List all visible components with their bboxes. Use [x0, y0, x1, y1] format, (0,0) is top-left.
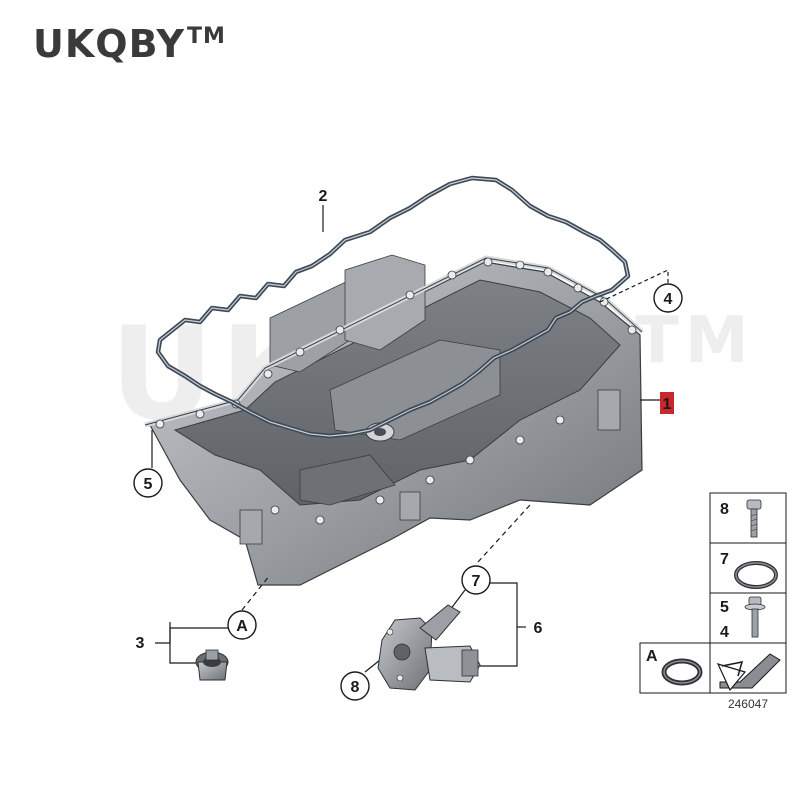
callout-7: 7: [461, 565, 491, 595]
parts-legend: 8 7 5 4 A: [639, 492, 787, 711]
svg-text:A: A: [236, 618, 248, 635]
seal-ring-icon: [661, 658, 703, 686]
callout-6: 6: [534, 620, 543, 637]
svg-text:2: 2: [319, 188, 328, 205]
svg-text:5: 5: [720, 599, 729, 616]
svg-text:8: 8: [720, 501, 729, 518]
svg-text:8: 8: [351, 679, 360, 696]
oil-pan: [144, 254, 644, 586]
drain-plug: [195, 649, 229, 681]
callout-8: 8: [340, 671, 370, 701]
bolt-icon: [746, 499, 762, 538]
o-ring-icon: [734, 561, 778, 589]
svg-text:3: 3: [136, 635, 145, 652]
callout-A: A: [227, 610, 257, 640]
callout-3: 3: [136, 635, 145, 652]
callout-4: 4: [653, 283, 683, 313]
washer-bolt-icon: [744, 596, 766, 638]
svg-text:7: 7: [472, 573, 481, 590]
oil-level-sensor: [377, 604, 481, 691]
direction-arrow-icon: [716, 653, 781, 692]
svg-text:4: 4: [720, 624, 729, 641]
callout-5: 5: [133, 468, 163, 498]
callout-1-highlight: 1: [660, 392, 674, 414]
svg-text:1: 1: [663, 396, 672, 413]
leader-lines: [151, 205, 669, 673]
callout-2: 2: [319, 188, 328, 205]
diagram-number: 246047: [728, 697, 768, 711]
svg-text:5: 5: [144, 476, 153, 493]
svg-text:A: A: [646, 648, 658, 665]
svg-text:6: 6: [534, 620, 543, 637]
brand-logo: UKQBYTM: [33, 22, 226, 66]
svg-text:4: 4: [664, 291, 673, 308]
svg-text:7: 7: [720, 551, 729, 568]
